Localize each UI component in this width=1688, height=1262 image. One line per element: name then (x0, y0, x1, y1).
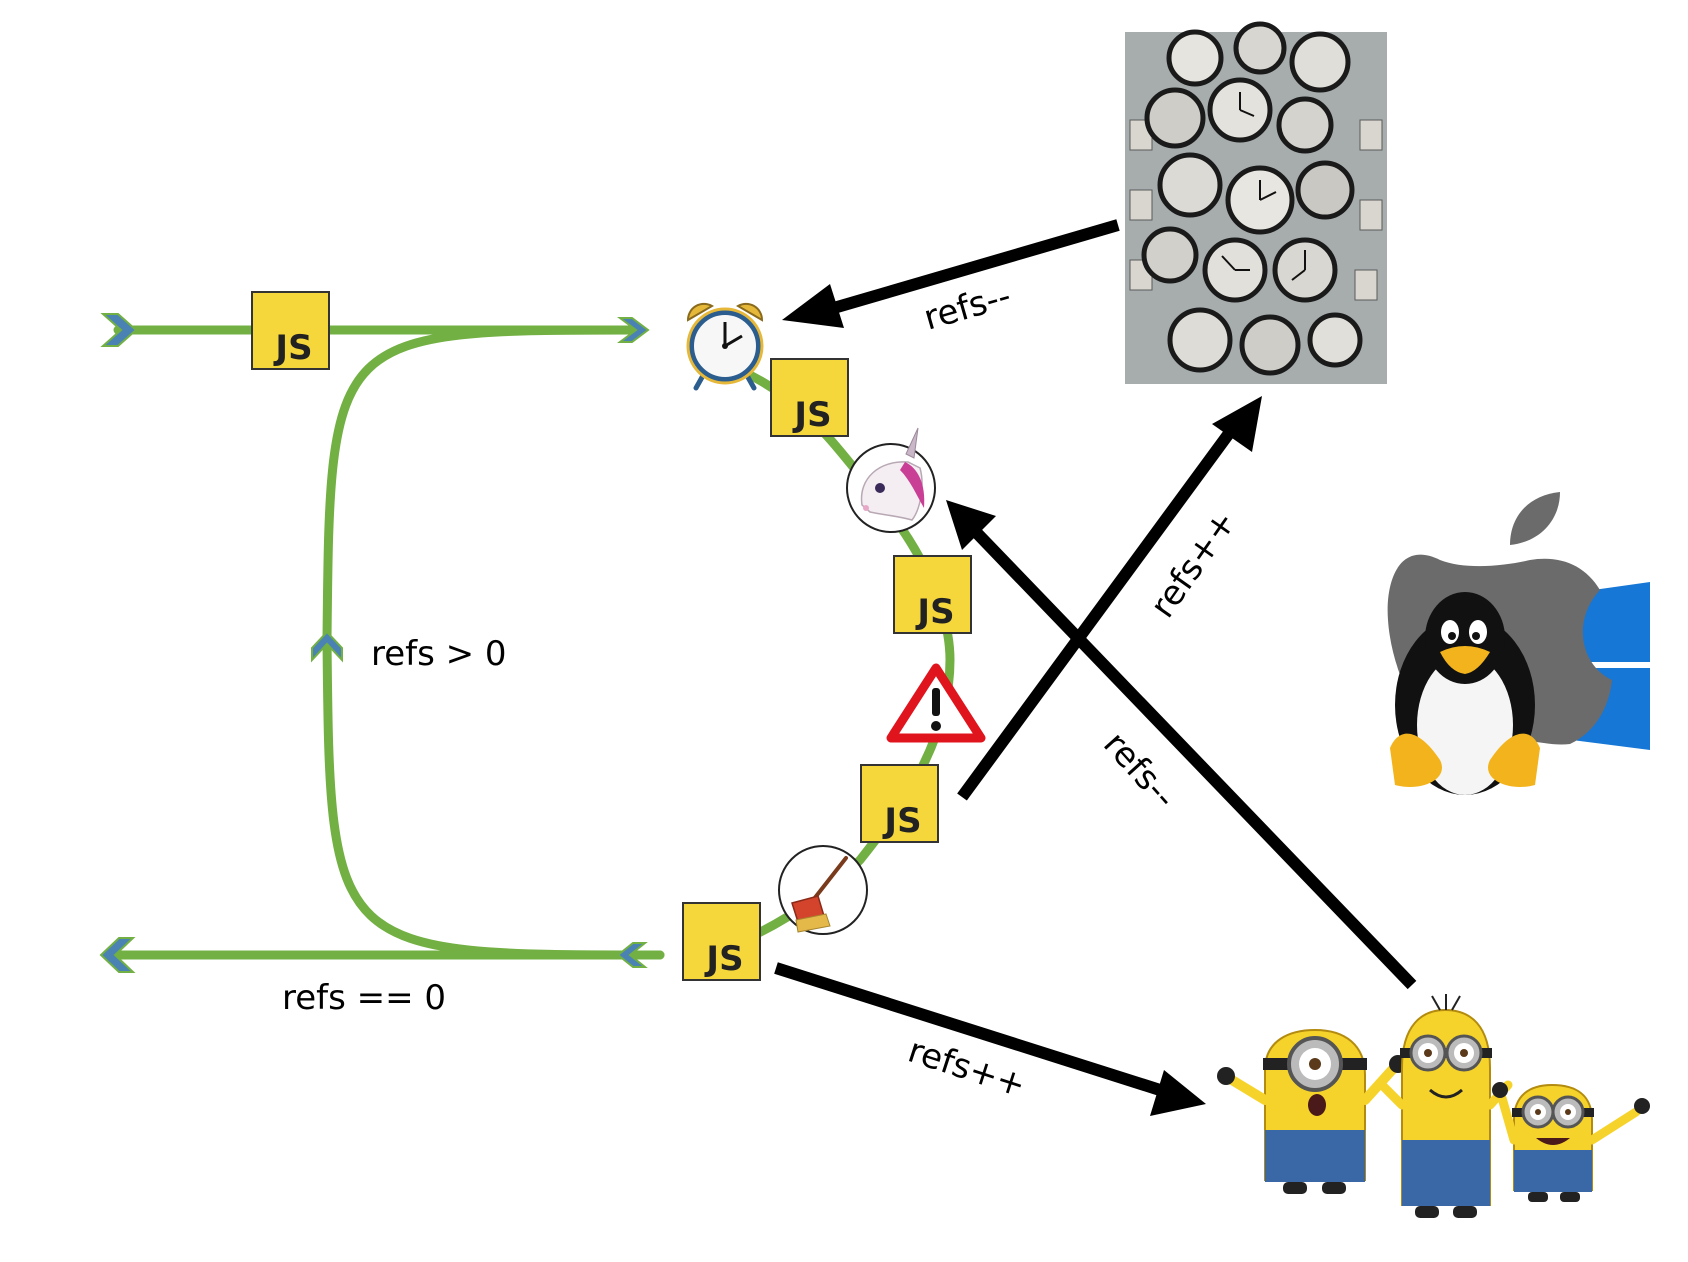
js-badge: JS (860, 764, 939, 843)
exit-chevron-icon (99, 937, 136, 973)
warning-icon (886, 663, 986, 743)
arrow-loop-to-workers (774, 962, 1162, 1096)
timers-to-loop-label: refs-- (919, 276, 1015, 339)
arrow-workers-to-loop (969, 525, 1417, 990)
entry-chevron-icon (100, 313, 138, 347)
track-chevrons (99, 313, 650, 973)
arrows (774, 219, 1417, 1116)
unicorn-icon (846, 427, 936, 533)
js-badge: JS (682, 902, 761, 981)
loop-up-chevron-icon (311, 630, 343, 663)
js-badge: JS (251, 291, 330, 370)
svg-text:JS: JS (704, 939, 743, 979)
arrowhead (1150, 1070, 1206, 1116)
svg-text:JS: JS (915, 592, 954, 632)
linux-tux-logo (1390, 592, 1540, 795)
clocks-photo (1125, 21, 1387, 384)
js-badge: JS (893, 555, 972, 634)
flow-chevron-icon (617, 317, 650, 343)
svg-text:JS: JS (882, 801, 921, 841)
svg-text:JS: JS (792, 395, 831, 435)
arrowhead (946, 500, 996, 550)
loop-condition-label: refs > 0 (371, 634, 507, 674)
js-badge: JS (770, 358, 849, 437)
exit-condition-label: refs == 0 (282, 978, 446, 1018)
arrowhead (782, 284, 844, 328)
svg-text:JS: JS (273, 328, 312, 368)
os-logos (1387, 492, 1650, 795)
return-chevron-icon (616, 942, 648, 968)
arrow-timers-to-loop (818, 219, 1120, 318)
alarm-clock-icon (686, 302, 764, 391)
minions-image (1217, 994, 1650, 1218)
broom-icon (778, 845, 868, 935)
arrow-loop-to-timers (957, 428, 1235, 801)
arrowhead (1212, 396, 1262, 452)
